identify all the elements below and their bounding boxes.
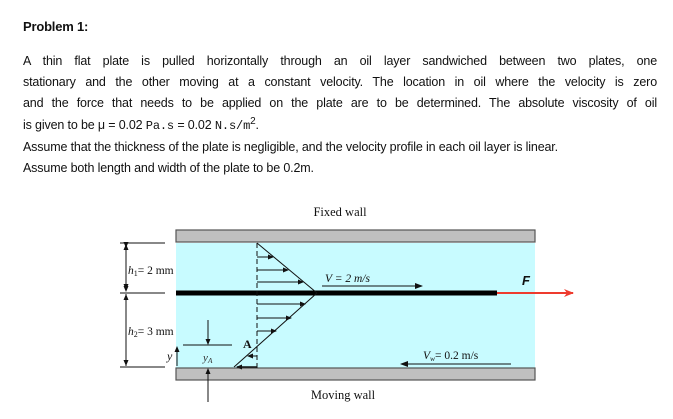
h2-label: h2= 3 mm [128, 326, 174, 339]
oil-layer [176, 243, 535, 368]
paragraph-line-1: A thin flat plate is pulled horizontally… [23, 54, 657, 68]
force-label: F [522, 273, 531, 288]
velocity-profile [233, 242, 318, 370]
paragraph-line-3: and the force that needs to be applied o… [23, 96, 657, 110]
moving-wall [175, 367, 536, 381]
moving-wall-label: Moving wall [311, 388, 376, 402]
viscosity-end: . [255, 118, 259, 132]
fixed-wall-label: Fixed wall [313, 205, 367, 219]
problem-title: Problem 1: [23, 19, 89, 34]
dimension-lines [120, 242, 165, 368]
wall-velocity-label: Vw= 0.2 m/s [423, 350, 479, 363]
plate-velocity-label: V = 2 m/s [325, 273, 370, 285]
problem-statement: A thin flat plate is pulled horizontally… [23, 51, 657, 179]
paragraph-line-2: stationary and the other moving at a con… [23, 75, 657, 89]
point-a-label: A [243, 337, 252, 351]
viscosity-exponent: 2 [250, 115, 256, 127]
assumption-2: Assume both length and width of the plat… [23, 161, 314, 175]
viscosity-prefix: is given to be μ = 0.02 [23, 118, 146, 132]
ya-label: yA [202, 352, 213, 365]
viscosity-unit-pa-s: Pa.s [145, 119, 174, 133]
viscosity-line: is given to be μ = 0.02 Pa.s = 0.02 N.s/… [23, 115, 657, 137]
h1-label: h1= 2 mm [128, 265, 174, 278]
viscosity-unit-n-s: N.s/m [214, 119, 251, 133]
viscosity-mid: = 0.02 [174, 118, 215, 132]
assumption-1: Assume that the thickness of the plate i… [23, 140, 558, 154]
y-label: y [166, 349, 173, 363]
fixed-wall [175, 229, 536, 243]
